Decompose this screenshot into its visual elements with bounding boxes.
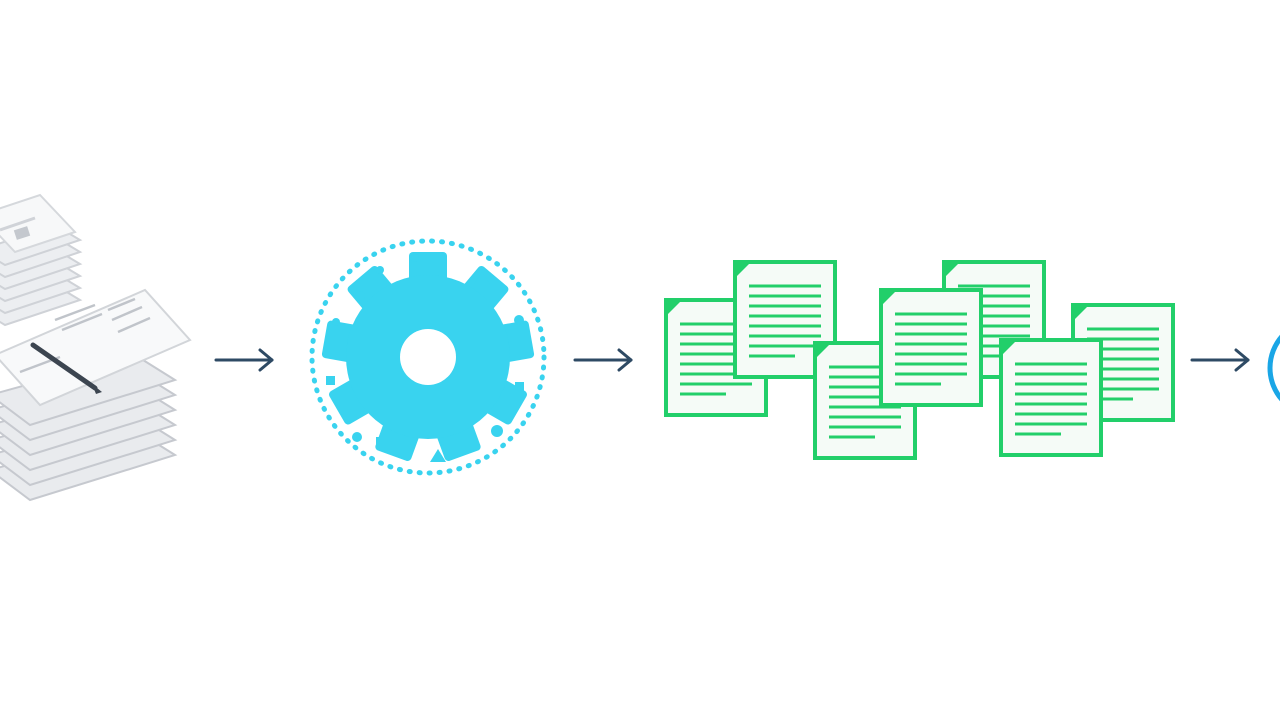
arrow-right-icon [1190, 348, 1250, 372]
arrow-right-icon [573, 348, 633, 372]
documents-icon [664, 260, 1175, 460]
gear-icon [309, 238, 547, 476]
circle-icon [1267, 334, 1280, 402]
paper-stack-icon [0, 193, 192, 502]
arrow-right-icon [214, 348, 274, 372]
